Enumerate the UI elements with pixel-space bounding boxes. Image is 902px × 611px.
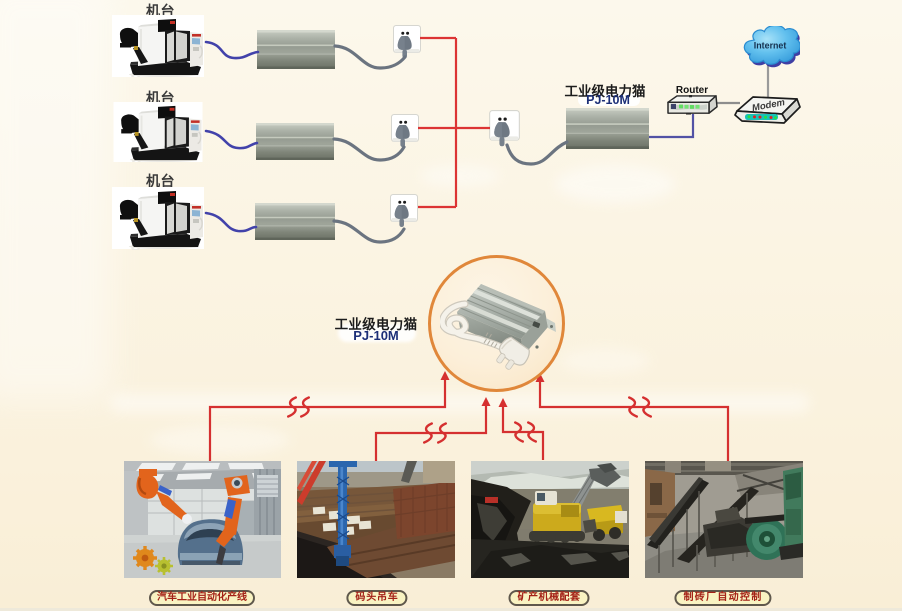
svg-text:Internet: Internet <box>754 40 787 50</box>
